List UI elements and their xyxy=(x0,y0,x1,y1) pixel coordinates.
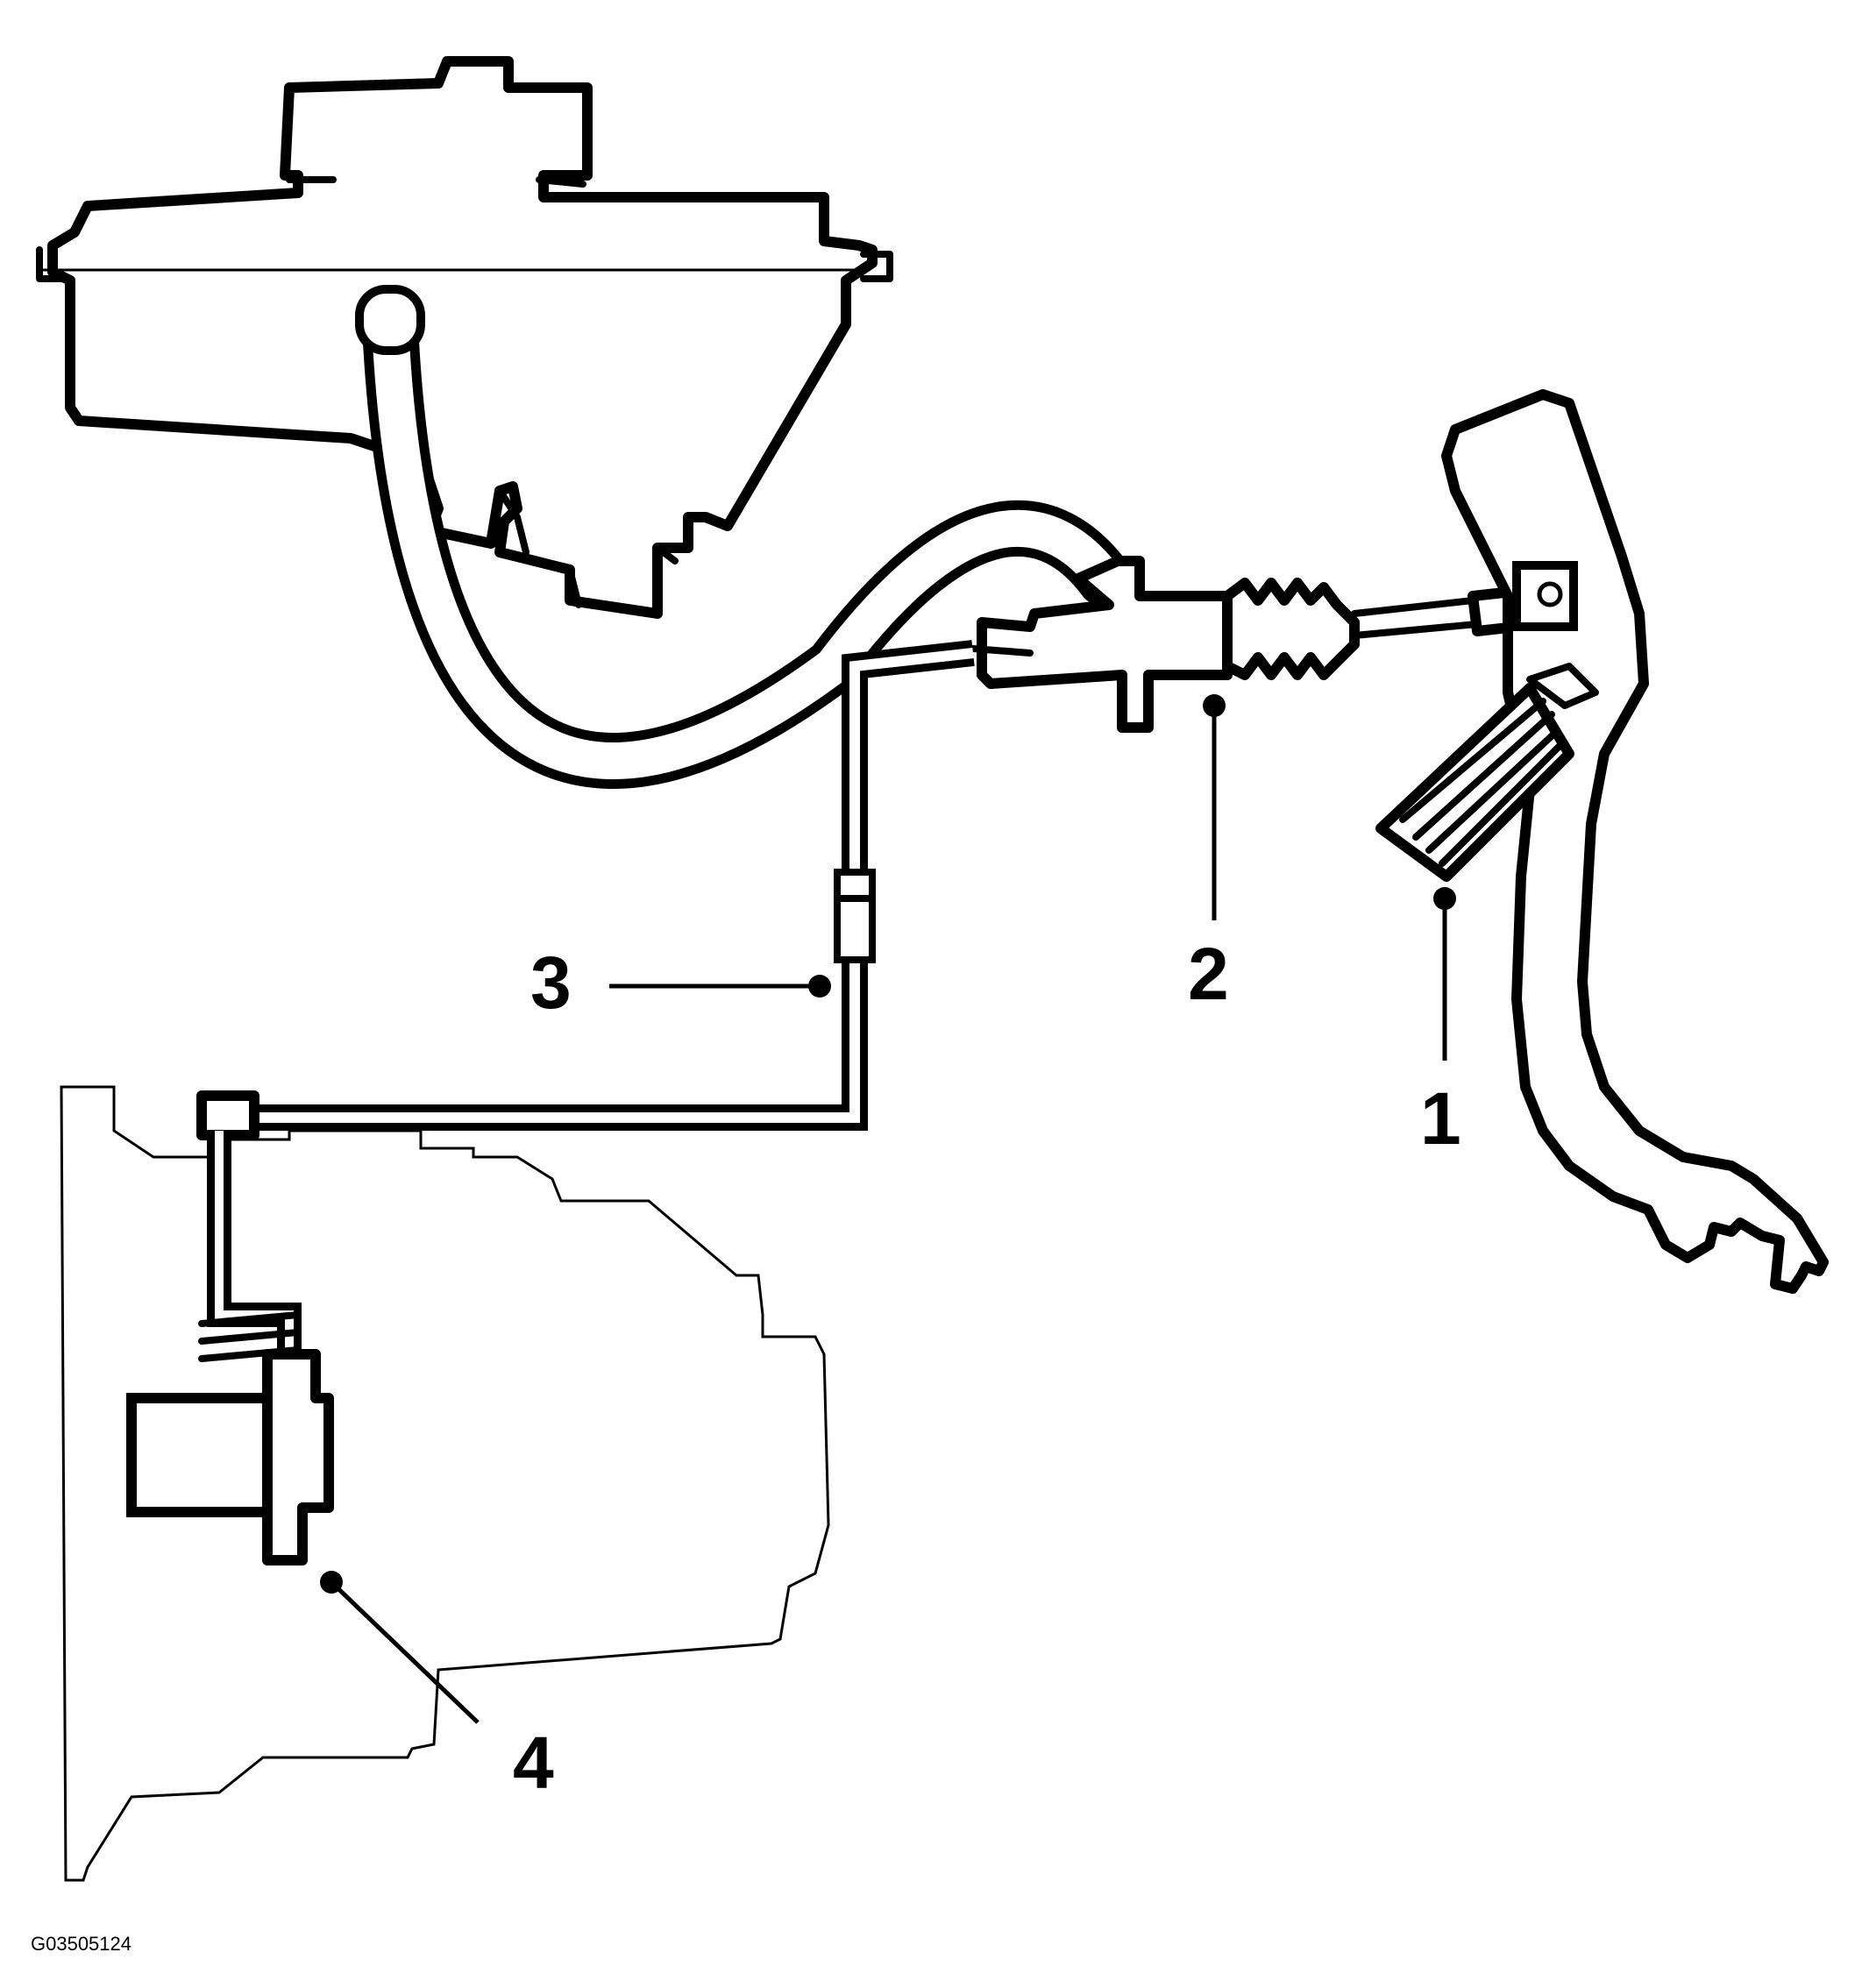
callout-leaders xyxy=(320,694,1456,1724)
callout-2: 2 xyxy=(1188,933,1229,1015)
figure-id: G03505124 xyxy=(31,1933,131,1955)
hydraulic-line xyxy=(196,640,975,1362)
slave-cylinder xyxy=(126,1349,334,1566)
callout-3: 3 xyxy=(530,941,572,1024)
clutch-pedal xyxy=(1375,389,1829,1294)
callout-4: 4 xyxy=(513,1722,554,1804)
fluid-reservoir xyxy=(36,56,893,619)
callout-1: 1 xyxy=(1420,1077,1461,1160)
reservoir-supply-hose xyxy=(355,285,1133,789)
clutch-master-cylinder xyxy=(970,556,1522,733)
transmission-housing xyxy=(60,1085,830,1882)
